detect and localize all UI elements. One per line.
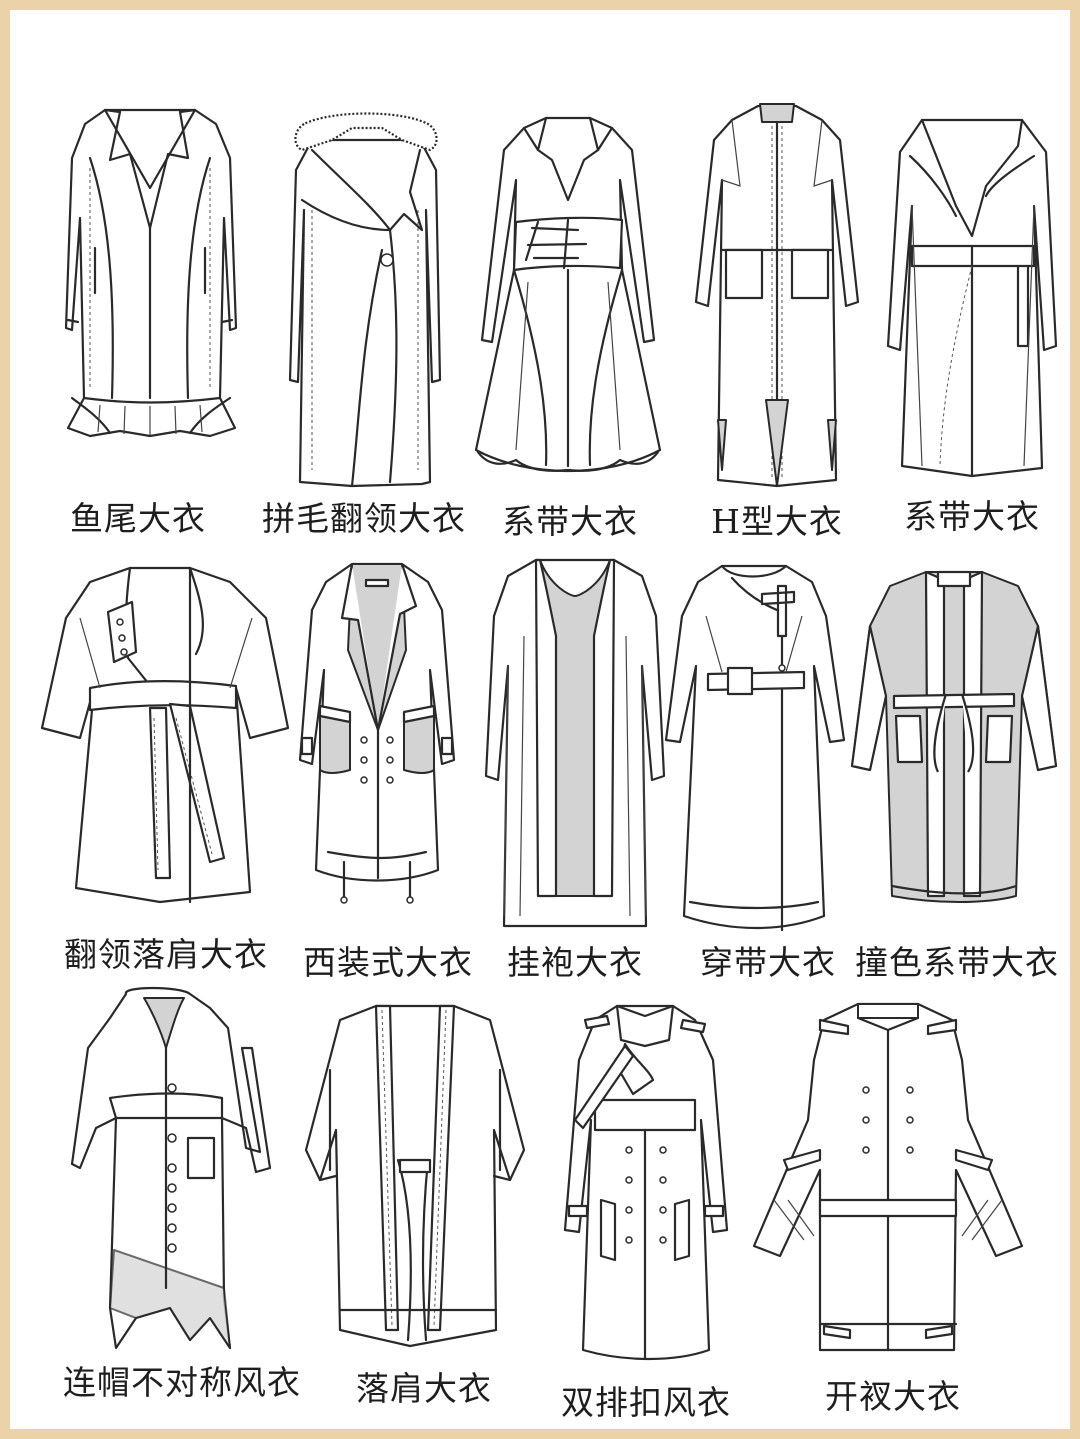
coat-label: 系带大衣 bbox=[904, 497, 1040, 536]
coat-label: 挂袍大衣 bbox=[507, 943, 643, 982]
slit-coat-icon bbox=[752, 1000, 1024, 1360]
coat-label: 拼毛翻领大衣 bbox=[262, 499, 466, 538]
coat-label: 连帽不对称风衣 bbox=[63, 1363, 301, 1402]
contrast-belted-coat-icon bbox=[846, 566, 1062, 906]
coat-style-sheet: 鱼尾大衣 拼毛翻领大衣 系带大衣 bbox=[10, 10, 1070, 1429]
robe-coat-icon bbox=[480, 556, 670, 931]
hooded-asymmetric-trench-icon bbox=[70, 986, 280, 1358]
belted-coat-icon bbox=[468, 110, 668, 480]
suit-style-coat-icon bbox=[292, 560, 462, 930]
coat-label: 西装式大衣 bbox=[303, 943, 473, 982]
coat-label: 翻领落肩大衣 bbox=[64, 935, 268, 974]
coat-label: 开衩大衣 bbox=[825, 1377, 961, 1416]
coat-label: 穿带大衣 bbox=[700, 943, 836, 982]
coat-label: 落肩大衣 bbox=[356, 1369, 492, 1408]
drop-shoulder-coat-icon bbox=[300, 1000, 530, 1350]
h-line-coat-icon bbox=[682, 100, 872, 490]
strap-coat-icon bbox=[662, 556, 846, 936]
fur-collar-coat-icon bbox=[282, 110, 452, 490]
double-breasted-trench-icon bbox=[555, 1000, 735, 1370]
coat-label: 系带大衣 bbox=[502, 502, 638, 541]
coat-label: 鱼尾大衣 bbox=[70, 499, 206, 538]
lapel-drop-shoulder-coat-icon bbox=[40, 558, 290, 904]
fishtail-coat-icon bbox=[50, 98, 250, 443]
belted-coat-icon bbox=[882, 106, 1062, 481]
coat-label: 双排扣风衣 bbox=[561, 1383, 731, 1422]
coat-label: 撞色系带大衣 bbox=[855, 943, 1059, 982]
coat-label: H型大衣 bbox=[711, 502, 843, 541]
